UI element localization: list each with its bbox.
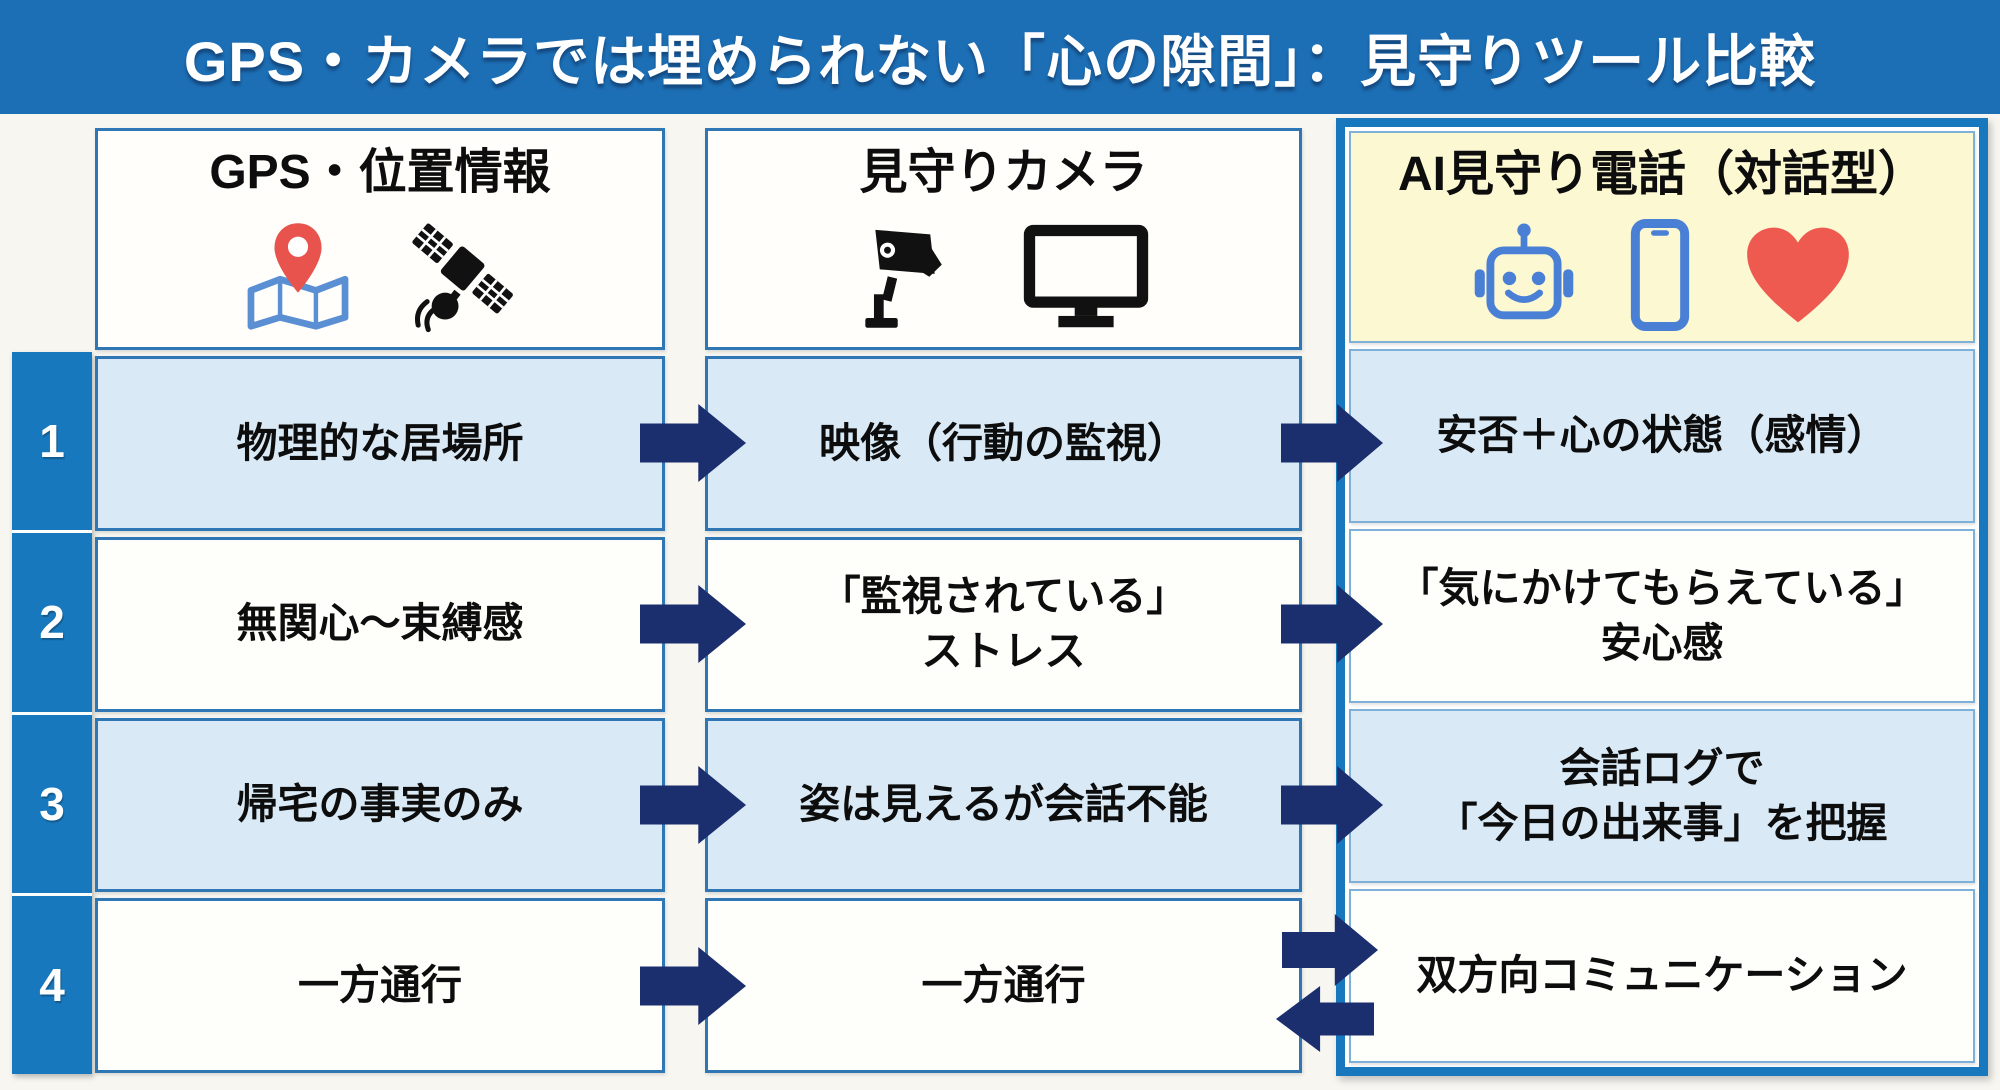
column-camera-icons (856, 208, 1152, 347)
row-number-2: 2 (12, 533, 92, 715)
column-camera-header: 見守りカメラ (705, 128, 1302, 350)
column-gps: GPS・位置情報 (95, 128, 665, 1073)
cell-camera-row3: 姿は見えるが会話不能 (705, 717, 1302, 893)
column-gps-header-label: GPS・位置情報 (209, 146, 551, 199)
row-number-strip: 1 2 3 4 (12, 352, 92, 1074)
column-ai-phone: AI見守り電話（対話型） (1336, 118, 1988, 1076)
row-number-1: 1 (12, 352, 92, 534)
monitor-icon (1020, 223, 1152, 331)
column-camera: 見守りカメラ (705, 128, 1302, 1073)
smartphone-icon (1626, 219, 1694, 332)
map-pin-icon (238, 221, 358, 333)
column-camera-header-label: 見守りカメラ (859, 146, 1148, 199)
robot-icon (1468, 219, 1580, 331)
cell-camera-row4: 一方通行 (705, 898, 1302, 1073)
row-number-4: 4 (39, 958, 65, 1011)
heart-icon (1740, 223, 1856, 327)
column-ai-phone-header: AI見守り電話（対話型） (1349, 131, 1975, 343)
page-title: GPS・カメラでは埋められない「心の隙間」：見守りツール比較 (183, 29, 1817, 93)
cell-camera-row1: 映像（行動の監視） (705, 356, 1302, 531)
cell-ai-phone-row1: 安否＋心の状態（感情） (1349, 349, 1975, 523)
cell-ai-phone-row2: 「気にかけてもらえている」 安心感 (1349, 529, 1975, 703)
cell-ai-phone-row4: 双方向コミュニケーション (1349, 889, 1975, 1063)
column-ai-phone-icons (1468, 210, 1856, 341)
cell-gps-row4: 一方通行 (95, 898, 665, 1073)
cell-camera-row2: 「監視されている」 ストレス (705, 536, 1302, 712)
cell-gps-row1: 物理的な居場所 (95, 356, 665, 531)
cctv-camera-icon (856, 223, 974, 331)
column-ai-phone-header-label: AI見守り電話（対話型） (1397, 148, 1926, 201)
title-bar: GPS・カメラでは埋められない「心の隙間」：見守りツール比較 (0, 0, 2000, 114)
cell-gps-row2: 無関心〜束縛感 (95, 536, 665, 712)
cell-gps-row3: 帰宅の事実のみ (95, 717, 665, 893)
row-number-3: 3 (12, 715, 92, 896)
cell-ai-phone-row3: 会話ログで 「今日の出来事」を把握 (1349, 709, 1975, 883)
column-gps-header: GPS・位置情報 (95, 128, 665, 350)
satellite-icon (404, 221, 522, 333)
column-gps-icons (238, 208, 522, 347)
